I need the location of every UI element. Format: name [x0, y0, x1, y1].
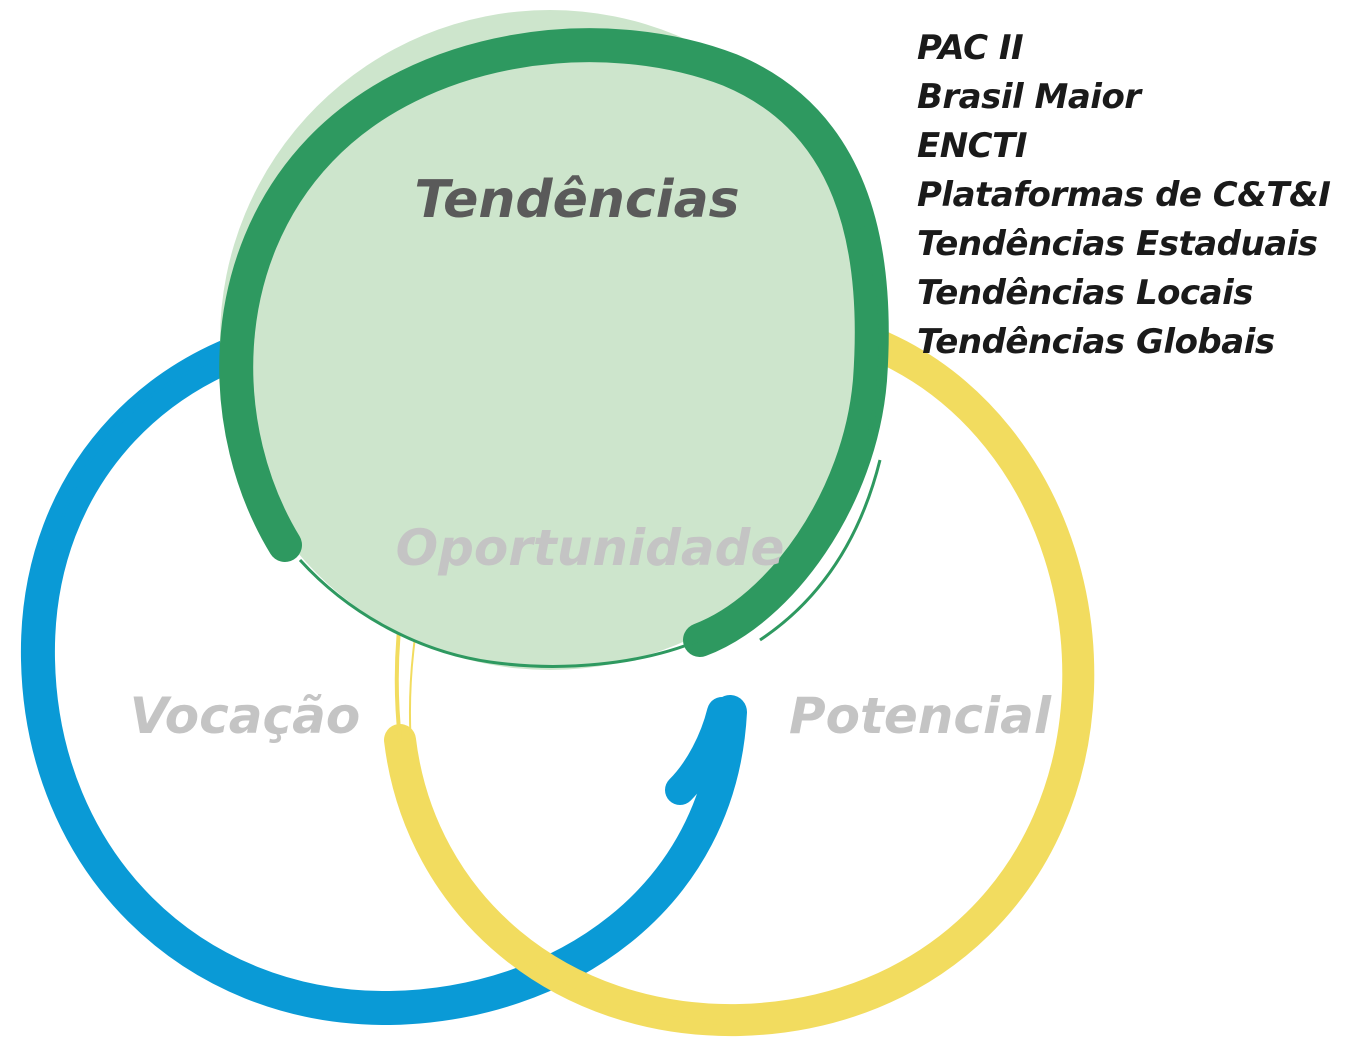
potencial-label: Potencial: [788, 687, 1052, 745]
list-item: ENCTI: [917, 126, 1027, 166]
list-item: Tendências Locais: [917, 273, 1254, 313]
list-item: Brasil Maior: [917, 77, 1141, 117]
list-item: Plataformas de C&T&I: [917, 175, 1331, 215]
tendencias-items-list: PAC II Brasil Maior ENCTI Plataformas de…: [917, 24, 1331, 367]
vocacao-label: Vocação: [129, 687, 361, 745]
list-item: Tendências Globais: [917, 322, 1275, 362]
oportunidade-label: Oportunidade: [395, 519, 785, 577]
list-item: PAC II: [917, 28, 1024, 68]
tendencias-label: Tendências: [414, 170, 740, 230]
list-item: Tendências Estaduais: [917, 224, 1318, 264]
tendencias-circle: [219, 10, 889, 670]
